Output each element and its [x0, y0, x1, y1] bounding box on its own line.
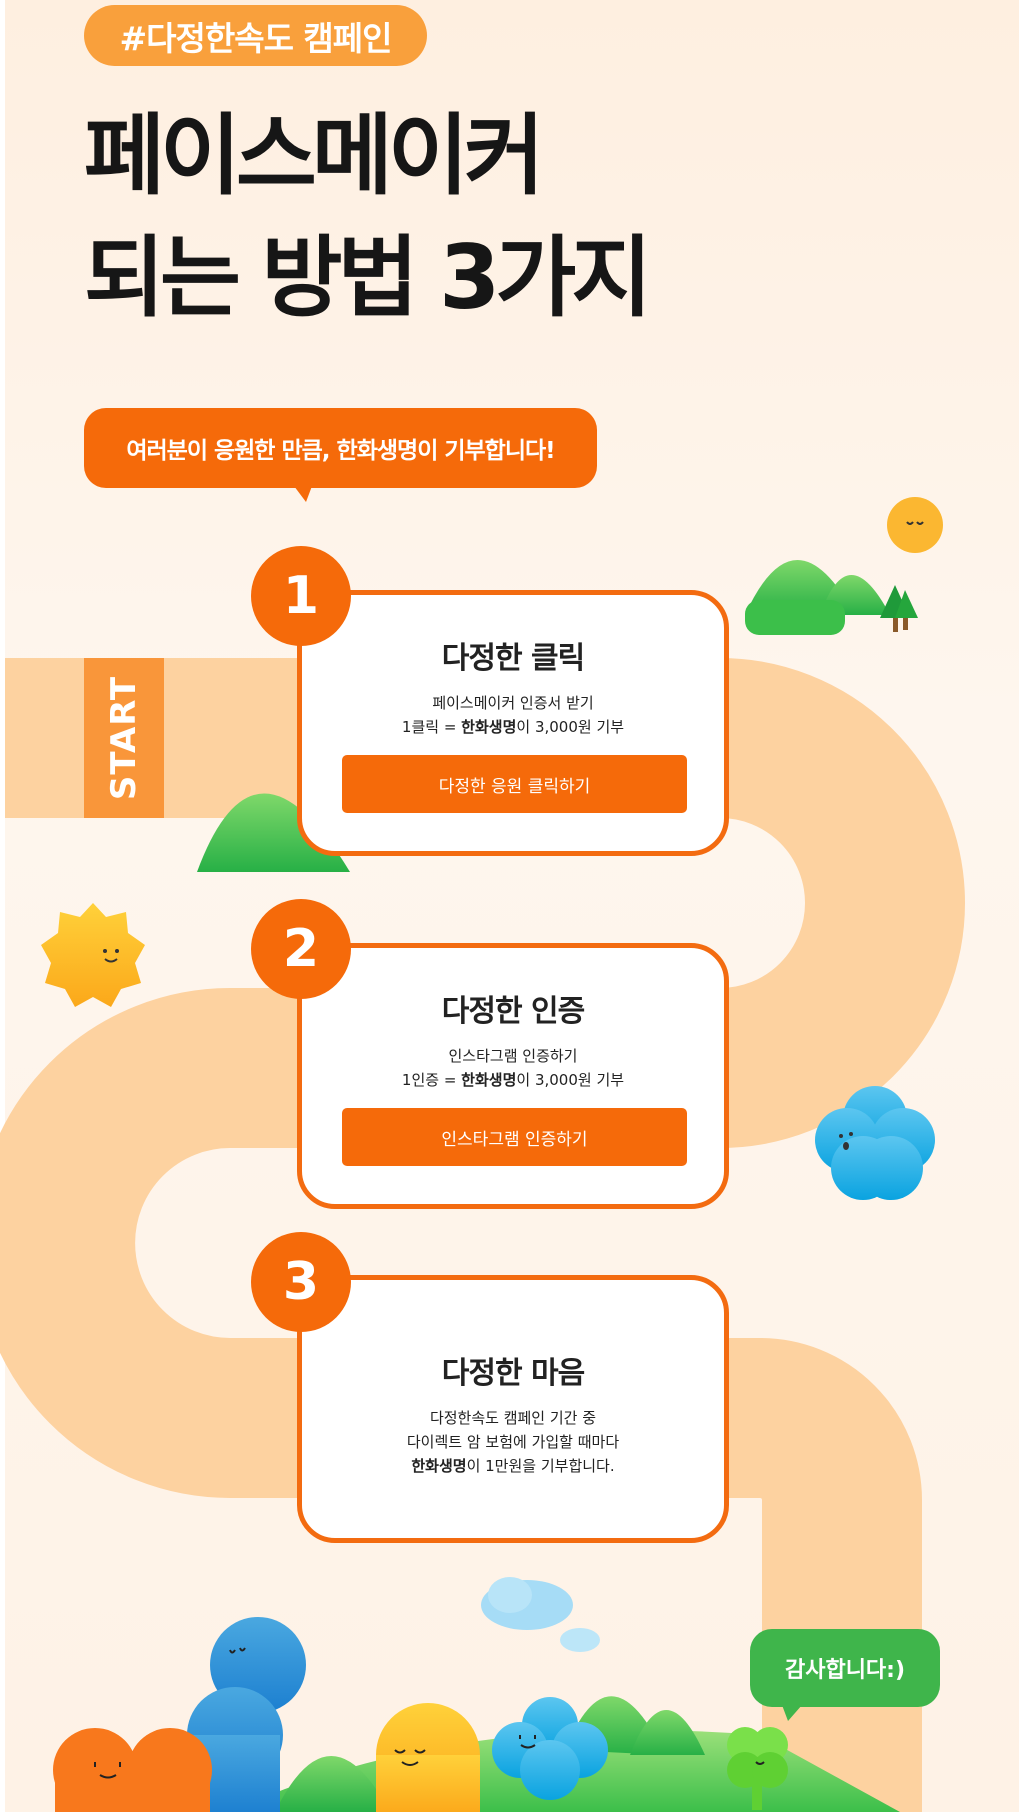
step-1-title: 다정한 클릭: [441, 641, 585, 676]
step-3-line-3: 한화생명이 1만원을 기부합니다.: [411, 1457, 615, 1475]
start-sign: START: [84, 658, 164, 818]
step-1-number-badge: 1: [251, 546, 351, 646]
step-3-title: 다정한 마음: [441, 1356, 585, 1391]
page-title: 페이스메이커 되는 방법 3가지: [84, 95, 652, 339]
heart-character-icon: [53, 1728, 212, 1812]
start-label: START: [104, 675, 145, 801]
campaign-tag: #다정한속도 캠페인: [84, 5, 427, 66]
bottom-scene: [53, 1577, 900, 1812]
step-3-description: 다정한속도 캠페인 기간 중 다이렉트 암 보험에 가입할 때마다 한화생명이 …: [302, 1406, 724, 1478]
mountains-top-right: [745, 497, 943, 635]
bubble-tail: [294, 486, 312, 502]
step-card-1: 다정한 클릭 페이스메이커 인증서 받기 1클릭 = 한화생명이 3,000원 …: [297, 590, 729, 856]
step-card-3: 다정한 마음 다정한속도 캠페인 기간 중 다이렉트 암 보험에 가입할 때마다…: [297, 1275, 729, 1543]
instagram-verify-button[interactable]: 인스타그램 인증하기: [342, 1108, 687, 1166]
headline-line-2: 되는 방법 3가지: [84, 226, 652, 329]
step-2-line-1: 인스타그램 인증하기: [448, 1047, 578, 1065]
clover-character-icon: [727, 1727, 788, 1810]
headline-line-1: 페이스메이커: [84, 104, 545, 207]
step-1-description: 페이스메이커 인증서 받기 1클릭 = 한화생명이 3,000원 기부: [302, 691, 724, 739]
step-card-2: 다정한 인증 인스타그램 인증하기 1인증 = 한화생명이 3,000원 기부 …: [297, 943, 729, 1209]
step-1-line-2: 1클릭 = 한화생명이 3,000원 기부: [401, 718, 625, 736]
donation-speech-bubble: 여러분이 응원한 만큼, 한화생명이 기부합니다!: [84, 408, 597, 502]
sun-icon: [887, 497, 943, 553]
thanks-text: 감사합니다:): [784, 1658, 906, 1683]
step-3-line-1: 다정한속도 캠페인 기간 중: [429, 1409, 597, 1427]
step-3-number-badge: 3: [251, 1232, 351, 1332]
step-2-line-2: 1인증 = 한화생명이 3,000원 기부: [401, 1071, 625, 1089]
mountain-left: [197, 793, 350, 872]
step-2-number-badge: 2: [251, 899, 351, 999]
step-1-line-1: 페이스메이커 인증서 받기: [432, 694, 594, 712]
left-edge: [0, 0, 5, 1812]
click-support-button[interactable]: 다정한 응원 클릭하기: [342, 755, 687, 813]
thanks-bubble-tail: [782, 1705, 802, 1721]
yellow-character-icon: [376, 1703, 480, 1812]
bubble-text: 여러분이 응원한 만큼, 한화생명이 기부합니다!: [126, 438, 555, 464]
step-3-line-2: 다이렉트 암 보험에 가입할 때마다: [406, 1433, 620, 1451]
thanks-speech-bubble: 감사합니다:): [750, 1629, 940, 1721]
blue-cloud-small-character-icon: [492, 1697, 608, 1800]
blue-cloud-character-icon: [815, 1086, 935, 1200]
step-2-description: 인스타그램 인증하기 1인증 = 한화생명이 3,000원 기부: [302, 1044, 724, 1092]
small-cloud-icon: [481, 1577, 600, 1652]
step-2-title: 다정한 인증: [441, 994, 585, 1029]
star-character-icon: [41, 903, 145, 1007]
